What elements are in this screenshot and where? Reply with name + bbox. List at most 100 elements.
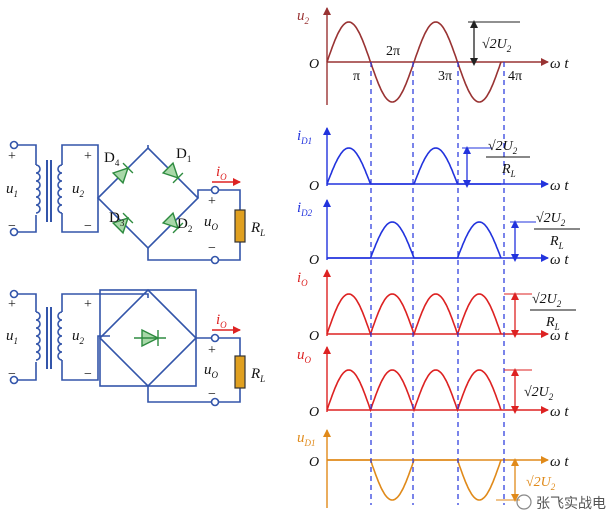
label-u2-1: u2 — [72, 181, 85, 199]
tick-3pi: 3π — [438, 69, 452, 84]
xlabel-io: ω t — [550, 328, 569, 344]
origin-id2: O — [309, 253, 319, 268]
wechat-logo-icon — [516, 494, 532, 510]
label-u2-2: u2 — [72, 328, 85, 346]
origin-io: O — [309, 329, 319, 344]
origin-ud1: O — [309, 455, 319, 470]
watermark-text: 张飞实战电 — [536, 495, 606, 511]
minus-u2-2: − — [84, 367, 92, 382]
load-wires-2 — [216, 337, 241, 403]
secondary-coil — [57, 164, 63, 214]
diodes-circuit1 — [111, 161, 184, 235]
terminal-uo-top — [210, 185, 220, 195]
amp-num-io: √2U2 — [532, 292, 562, 309]
tick-pi: π — [353, 69, 360, 84]
diode-d4 — [111, 162, 134, 185]
label-u1-2: u1 — [6, 328, 18, 346]
terminal-uo-top-2 — [210, 333, 220, 343]
ylabel-ud1: uD1 — [297, 430, 316, 448]
label-rl-2: RL — [250, 366, 265, 384]
wave-io — [326, 293, 502, 337]
plus-uo-1: + — [208, 194, 216, 209]
ylabel-id2: iD2 — [297, 200, 313, 218]
amp-num-id2: √2U2 — [536, 211, 566, 228]
diode-bridge-symbol — [134, 328, 166, 348]
amp-label-u2: √2U2 — [482, 37, 512, 54]
label-uo-2: uO — [204, 362, 219, 380]
primary-coil — [35, 164, 41, 214]
amp-den-id1: RL — [501, 162, 516, 179]
amp-den-io: RL — [545, 315, 560, 332]
diode-d3 — [111, 212, 134, 235]
label-d2: D2 — [177, 216, 192, 234]
resistor-rl-2 — [234, 355, 246, 389]
label-rl-1: RL — [250, 220, 265, 238]
terminal-u1-top — [9, 140, 19, 150]
watermark: 张飞实战电 — [516, 494, 606, 511]
diode-d2 — [161, 211, 184, 234]
origin-uo: O — [309, 405, 319, 420]
tick-4pi: 4π — [508, 69, 522, 84]
primary-wires-2 — [17, 293, 37, 381]
wave-uo — [326, 369, 502, 413]
amp-label-uo: √2U2 — [524, 385, 554, 402]
plus-u2-1: + — [84, 149, 92, 164]
minus-uo-1: − — [208, 241, 216, 256]
wave-ud1 — [327, 459, 502, 501]
tick-2pi: 2π — [386, 44, 400, 59]
secondary-coil-2 — [57, 311, 63, 361]
label-io-2: iO — [216, 312, 227, 330]
label-d3: D3 — [109, 210, 125, 228]
terminal-uo-bottom — [210, 255, 220, 265]
ylabel-io: iO — [297, 270, 308, 288]
wave-id2 — [327, 221, 502, 259]
minus-uo-2: − — [208, 387, 216, 402]
origin-u2: O — [309, 57, 319, 72]
label-u1-1: u1 — [6, 181, 18, 199]
amp-num-id1: √2U2 — [488, 139, 518, 156]
primary-coil-2 — [35, 311, 41, 361]
minus-u1-2: − — [8, 367, 16, 382]
output-top-wire — [197, 189, 212, 198]
label-io-1: iO — [216, 164, 227, 182]
primary-wires — [17, 144, 37, 233]
xlabel-u2: ω t — [550, 56, 569, 72]
label-d1: D1 — [176, 146, 191, 164]
secondary-wires — [61, 144, 99, 233]
plus-u1-1: + — [8, 149, 16, 164]
resistor-rl — [234, 209, 246, 243]
amp-den-id2: RL — [549, 234, 564, 251]
xlabel-id2: ω t — [550, 252, 569, 268]
xlabel-id1: ω t — [550, 178, 569, 194]
wave-id1 — [326, 147, 501, 185]
plus-u2-2: + — [84, 297, 92, 312]
label-uo-1: uO — [204, 214, 219, 232]
origin-id1: O — [309, 179, 319, 194]
output-wires-2 — [147, 337, 212, 403]
circuit-bridge-block — [9, 288, 246, 407]
wave-u2 — [326, 21, 502, 103]
output-bottom-wire — [147, 248, 212, 261]
ylabel-uo: uO — [297, 347, 312, 365]
terminal-uo-bottom-2 — [210, 397, 220, 407]
load-wires — [216, 189, 241, 261]
xlabel-uo: ω t — [550, 404, 569, 420]
minus-u2-1: − — [84, 219, 92, 234]
amp-label-ud1: √2U2 — [526, 475, 556, 492]
plus-uo-2: + — [208, 343, 216, 358]
ylabel-u2: u2 — [297, 8, 310, 26]
label-d4: D4 — [104, 150, 120, 168]
phase-guides — [370, 62, 505, 505]
diode-d1 — [161, 161, 184, 184]
ylabel-id1: iD1 — [297, 128, 312, 146]
circuit-bridge-discrete — [9, 140, 246, 265]
xlabel-ud1: ω t — [550, 454, 569, 470]
plus-u1-2: + — [8, 297, 16, 312]
